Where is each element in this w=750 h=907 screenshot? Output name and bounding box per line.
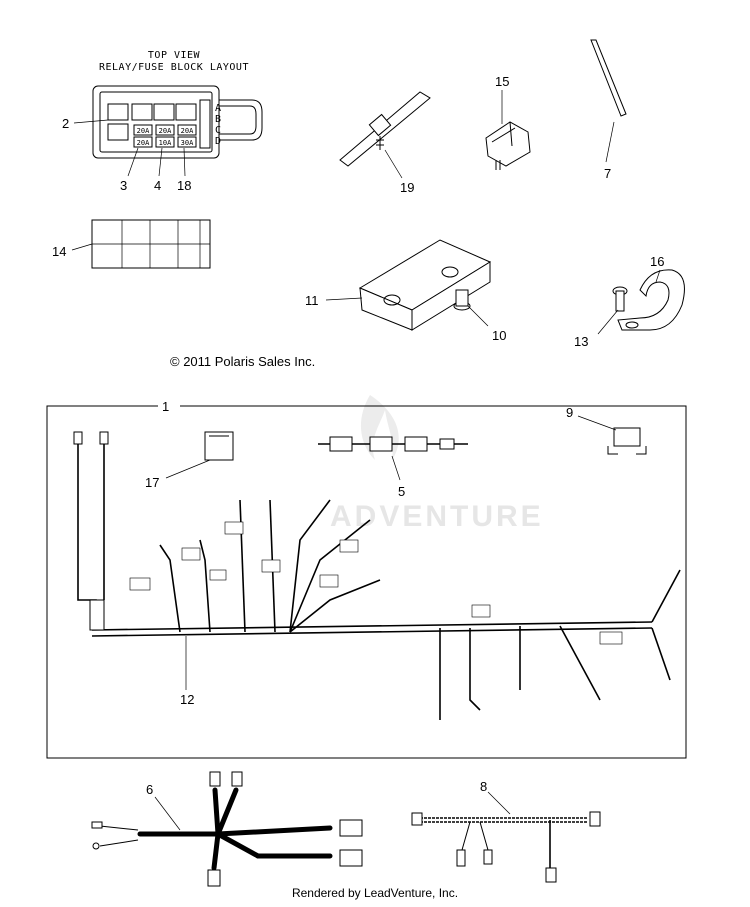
row-label-a: A xyxy=(215,103,222,114)
fuse-6-rating: 30A xyxy=(181,139,194,147)
callout-3: 3 xyxy=(120,178,127,193)
callout-9: 9 xyxy=(566,405,573,420)
row-label-d: D xyxy=(215,136,222,147)
callout-1: 1 xyxy=(162,399,169,414)
callout-16: 16 xyxy=(650,254,664,269)
fuse-5-rating: 10A xyxy=(159,139,172,147)
fuse-block-title-2: RELAY/FUSE BLOCK LAYOUT xyxy=(99,62,249,73)
row-label-c: C xyxy=(215,125,222,136)
callout-12: 12 xyxy=(180,692,194,707)
callout-11: 11 xyxy=(305,293,319,308)
relay-17 xyxy=(165,431,234,479)
component-9 xyxy=(577,415,647,455)
connector-15 xyxy=(485,90,531,170)
callout-8: 8 xyxy=(480,779,487,794)
callout-2: 2 xyxy=(62,116,69,131)
callout-4: 4 xyxy=(154,178,161,193)
copyright-text: © 2011 Polaris Sales Inc. xyxy=(170,354,315,369)
bracket-11 xyxy=(325,239,492,331)
footer-credit: Rendered by LeadVenture, Inc. xyxy=(291,886,459,900)
harness-6 xyxy=(91,771,363,887)
callout-6: 6 xyxy=(146,782,153,797)
pin-7 xyxy=(590,39,627,163)
harness-frame xyxy=(46,405,687,759)
row-label-b: B xyxy=(215,114,222,125)
watermark: ADVENTURE xyxy=(330,395,544,533)
watermark-text: ADVENTURE xyxy=(330,500,544,533)
callout-17: 17 xyxy=(145,475,159,490)
callout-15: 15 xyxy=(495,74,509,89)
clamp-16 xyxy=(617,269,685,331)
fuse-4-rating: 20A xyxy=(137,139,150,147)
fuse-block-title-1: TOP VIEW xyxy=(148,50,201,61)
fuse-1-rating: 20A xyxy=(137,127,150,135)
push-mount-tie xyxy=(339,91,431,179)
relay-fuse-block: TOP VIEW RELAY/FUSE BLOCK LAYOUT 20A 20A… xyxy=(73,50,263,177)
main-harness xyxy=(73,431,681,720)
callout-19: 19 xyxy=(400,180,414,195)
fuse-2-rating: 20A xyxy=(159,127,172,135)
label-decal xyxy=(71,219,211,269)
callout-10: 10 xyxy=(492,328,506,343)
screw-13 xyxy=(597,286,628,335)
callout-14: 14 xyxy=(52,244,66,259)
callout-5: 5 xyxy=(398,484,405,499)
pigtail-5 xyxy=(318,436,468,481)
screw-10 xyxy=(453,289,489,327)
callout-18: 18 xyxy=(177,178,191,193)
callout-13: 13 xyxy=(574,334,588,349)
callout-7: 7 xyxy=(604,166,611,181)
harness-8 xyxy=(411,791,601,883)
fuse-3-rating: 20A xyxy=(181,127,194,135)
